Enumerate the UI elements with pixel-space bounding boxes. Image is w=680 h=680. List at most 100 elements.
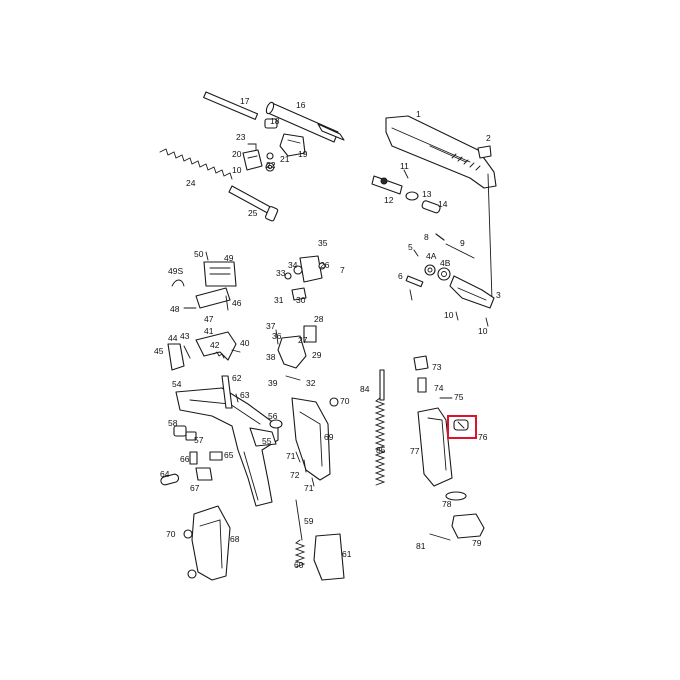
disconnector-41 [195, 331, 237, 361]
lever-47 [195, 287, 231, 309]
label-23: 23 [236, 132, 246, 142]
recoil-guide [228, 185, 279, 222]
pin-72 [303, 459, 307, 473]
label-77: 77 [410, 446, 420, 456]
label-72: 72 [290, 470, 300, 480]
pin-10d [485, 317, 489, 327]
label-8: 8 [424, 232, 429, 242]
label-50: 50 [194, 249, 204, 259]
label-66: 66 [180, 454, 190, 464]
link-bracket [247, 143, 257, 153]
part-74 [417, 377, 427, 393]
pin-50 [205, 251, 209, 261]
rear-sight [477, 145, 492, 159]
slide [385, 115, 497, 189]
label-12: 12 [384, 195, 394, 205]
label-41: 41 [204, 326, 214, 336]
label-2: 2 [486, 133, 491, 143]
grip-69 [291, 397, 331, 481]
part-labels: 17 16 18 23 19 20 21 22 10 24 25 1 2 11 … [154, 96, 501, 570]
label-7: 7 [340, 265, 345, 275]
part-33 [284, 272, 292, 280]
label-26: 26 [320, 260, 330, 270]
slide-stop-62 [221, 375, 233, 409]
recoil-spring [159, 148, 233, 180]
label-36: 36 [272, 331, 282, 341]
part-44 [167, 343, 185, 371]
label-79: 79 [472, 538, 482, 548]
label-69: 69 [324, 432, 334, 442]
label-46: 46 [232, 298, 242, 308]
label-20: 20 [232, 149, 242, 159]
label-21: 21 [280, 154, 290, 164]
part-57 [185, 431, 197, 441]
label-3: 3 [496, 290, 501, 300]
part-30 [291, 287, 307, 301]
screw-11 [403, 169, 409, 179]
pin-39 [285, 375, 301, 381]
screw-71-b [311, 477, 315, 487]
grip-68 [191, 505, 231, 581]
spring-49s [171, 279, 185, 287]
label-33: 33 [276, 268, 286, 278]
label-78: 78 [442, 499, 452, 509]
label-27: 27 [298, 335, 308, 345]
label-16: 16 [296, 100, 306, 110]
part-76 [453, 419, 469, 431]
screw-grip-bottom [187, 569, 197, 579]
pin-10c [455, 311, 459, 321]
label-68: 68 [230, 534, 240, 544]
label-30: 30 [296, 295, 306, 305]
spring-42 [213, 351, 225, 359]
label-18: 18 [270, 116, 280, 126]
pin-10b [409, 289, 413, 301]
screw-70-top [329, 397, 339, 407]
label-76: 76 [478, 432, 488, 442]
label-65: 65 [224, 450, 234, 460]
highlight-box [447, 415, 477, 439]
label-56: 56 [268, 411, 278, 421]
plunger-14 [421, 200, 441, 214]
part-67 [195, 467, 213, 481]
housing-61 [313, 533, 345, 581]
label-10-a: 10 [232, 165, 242, 175]
label-10-b: 10 [444, 310, 454, 320]
label-4b: 4B [440, 258, 451, 268]
label-28: 28 [314, 314, 324, 324]
part-66 [189, 451, 198, 465]
label-35: 35 [318, 238, 328, 248]
label-54: 54 [172, 379, 182, 389]
label-84: 84 [360, 384, 370, 394]
label-47: 47 [204, 314, 214, 324]
slide-rail-line [487, 173, 493, 301]
barrel [265, 101, 345, 143]
label-58: 58 [168, 418, 178, 428]
label-38: 38 [266, 352, 276, 362]
pin-8 [435, 233, 445, 241]
label-71-a: 71 [286, 451, 296, 461]
label-64: 64 [160, 469, 170, 479]
label-13: 13 [422, 189, 432, 199]
label-44: 44 [168, 333, 178, 343]
small-pin [266, 152, 274, 160]
label-5: 5 [408, 242, 413, 252]
magazine-follower-73 [413, 355, 429, 371]
label-11: 11 [400, 161, 409, 171]
label-70-top: 70 [340, 396, 350, 406]
part-58 [173, 425, 187, 437]
label-43: 43 [180, 331, 190, 341]
breech-block [449, 275, 495, 309]
trigger-55 [249, 427, 277, 447]
hammer-27 [277, 335, 307, 369]
label-14: 14 [438, 199, 448, 209]
part-56 [269, 419, 283, 429]
label-32: 32 [306, 378, 316, 388]
label-74: 74 [434, 383, 444, 393]
label-61: 61 [342, 549, 352, 559]
label-42: 42 [210, 340, 220, 350]
pin-63 [235, 393, 239, 403]
label-29: 29 [312, 350, 322, 360]
barrel-bushing [264, 118, 278, 129]
